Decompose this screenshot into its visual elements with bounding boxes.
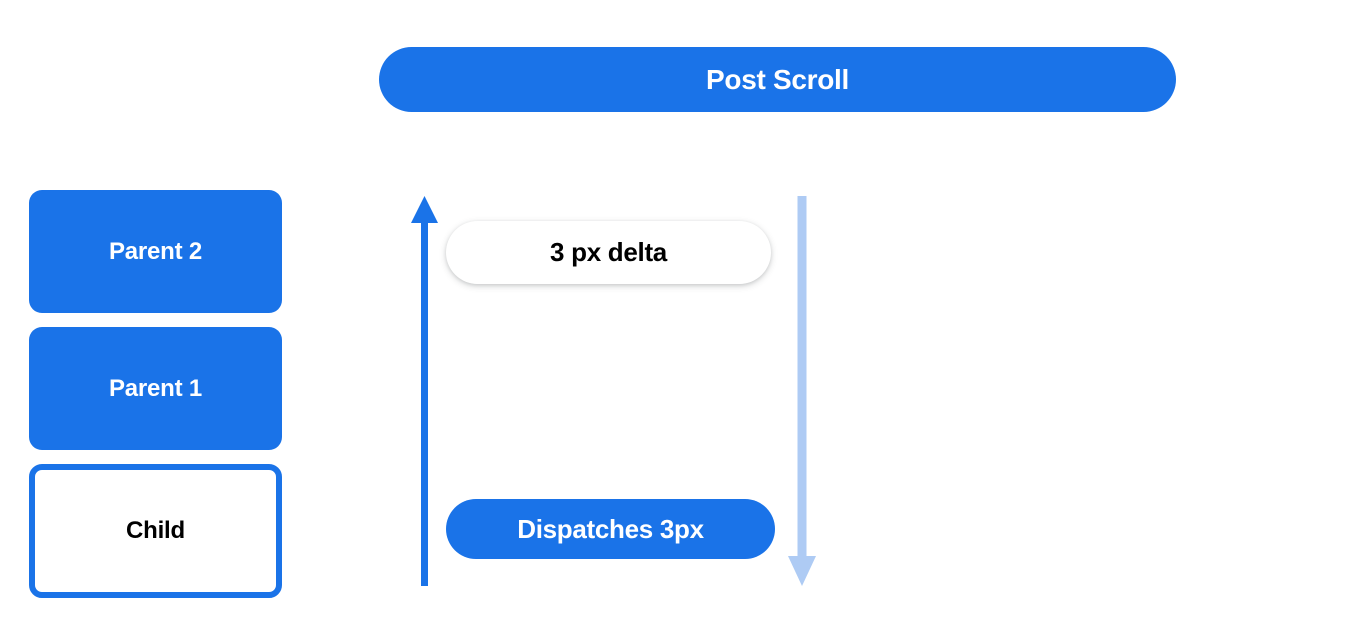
scroll-up-arrow-icon [411, 196, 438, 586]
node-parent-1-label: Parent 1 [108, 374, 203, 402]
node-parent-2-label: Parent 2 [108, 237, 203, 265]
post-scroll-banner-label: Post Scroll [706, 63, 849, 95]
node-parent-1: Parent 1 [29, 327, 282, 450]
dispatch-pill-label: Dispatches 3px [517, 513, 704, 544]
delta-pill-label: 3 px delta [550, 237, 667, 267]
dispatch-pill: Dispatches 3px [446, 499, 775, 559]
scroll-down-arrow-icon [788, 196, 816, 586]
node-child: Child [29, 464, 282, 598]
post-scroll-banner: Post Scroll [379, 47, 1176, 112]
node-parent-2: Parent 2 [29, 190, 282, 313]
delta-pill: 3 px delta [446, 221, 771, 284]
scroll-hierarchy-stack: Parent 2 Parent 1 Child [29, 190, 282, 598]
node-child-label: Child [126, 517, 185, 544]
